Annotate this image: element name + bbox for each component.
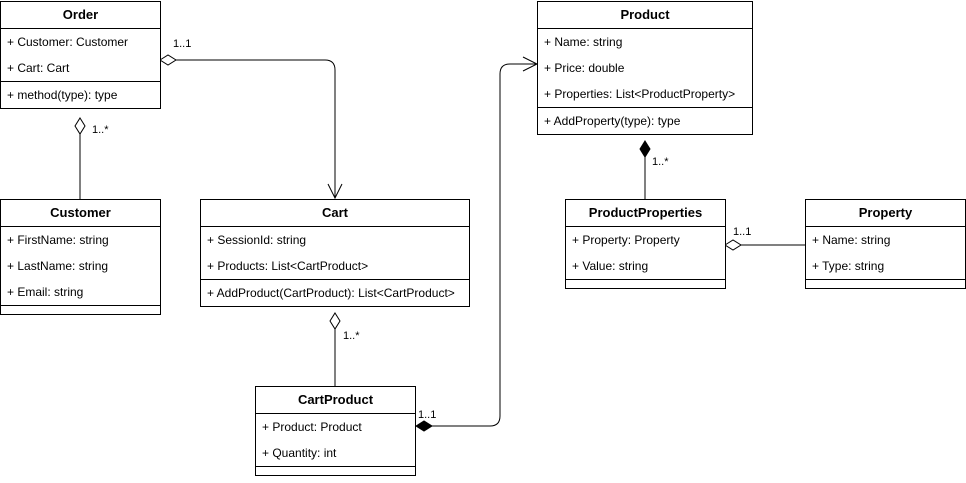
attribute: + FirstName: string	[7, 233, 109, 247]
multiplicity-order-cart: 1..1	[173, 38, 192, 50]
attributes-section: + Customer: Customer + Cart: Cart	[1, 29, 160, 82]
class-productproperties[interactable]: ProductProperties + Property: Property +…	[565, 199, 726, 289]
methods-section: + AddProperty(type): type	[538, 108, 752, 134]
class-name: Property	[806, 200, 965, 227]
class-name: Cart	[201, 200, 469, 227]
class-customer[interactable]: Customer + FirstName: string + LastName:…	[0, 199, 161, 315]
attribute: + Products: List<CartProduct>	[207, 259, 369, 273]
diamond-order-cart	[159, 54, 177, 66]
attributes-section: + Product: Product + Quantity: int	[256, 414, 415, 467]
class-name: Customer	[1, 200, 160, 227]
attribute: + Email: string	[7, 285, 84, 299]
attribute: + Price: double	[544, 61, 625, 75]
multiplicity-cart-cartproduct: 1..*	[343, 330, 360, 342]
methods-section	[566, 280, 725, 288]
multiplicity-product-productproperties: 1..*	[652, 156, 669, 168]
arrow-cart	[327, 183, 343, 200]
multiplicity-cartproduct-product: 1..1	[418, 409, 437, 421]
class-name: CartProduct	[256, 387, 415, 414]
method: + AddProduct(CartProduct): List<CartProd…	[207, 286, 455, 300]
class-name: ProductProperties	[566, 200, 725, 227]
class-cart[interactable]: Cart + SessionId: string + Products: Lis…	[200, 199, 470, 307]
multiplicity-order-customer: 1..*	[92, 124, 109, 136]
diamond-order-customer	[74, 117, 86, 135]
attributes-section: + Name: string + Type: string	[806, 227, 965, 280]
methods-section	[806, 280, 965, 288]
methods-section: + method(type): type	[1, 82, 160, 108]
attribute: + Name: string	[544, 35, 623, 49]
attribute: + Properties: List<ProductProperty>	[544, 87, 736, 101]
methods-section	[1, 306, 160, 314]
attribute: + LastName: string	[7, 259, 109, 273]
class-cartproduct[interactable]: CartProduct + Product: Product + Quantit…	[255, 386, 416, 476]
edge-order-cart	[176, 59, 336, 198]
attribute: + Value: string	[572, 259, 649, 273]
diamond-cart-cartproduct	[329, 312, 341, 330]
methods-section: + AddProduct(CartProduct): List<CartProd…	[201, 280, 469, 306]
multiplicity-productproperties-property: 1..1	[733, 226, 752, 238]
attribute: + Cart: Cart	[7, 61, 70, 75]
attributes-section: + Name: string + Price: double + Propert…	[538, 29, 752, 108]
attribute: + Product: Product	[262, 420, 362, 434]
edge-cartproduct-product	[432, 63, 537, 427]
attribute: + SessionId: string	[207, 233, 307, 247]
attribute: + Name: string	[812, 233, 891, 247]
attribute: + Customer: Customer	[7, 35, 129, 49]
attributes-section: + SessionId: string + Products: List<Car…	[201, 227, 469, 280]
class-property[interactable]: Property + Name: string + Type: string	[805, 199, 966, 289]
methods-section	[256, 467, 415, 475]
attribute: + Quantity: int	[262, 446, 337, 460]
class-name: Order	[1, 2, 160, 29]
diamond-productproperties-property	[724, 239, 742, 251]
class-order[interactable]: Order + Customer: Customer + Cart: Cart …	[0, 1, 161, 109]
diamond-cartproduct-product	[415, 420, 433, 432]
attributes-section: + Property: Property + Value: string	[566, 227, 725, 280]
method: + AddProperty(type): type	[544, 114, 681, 128]
method: + method(type): type	[7, 88, 118, 102]
attributes-section: + FirstName: string + LastName: string +…	[1, 227, 160, 306]
class-product[interactable]: Product + Name: string + Price: double +…	[537, 1, 753, 135]
class-name: Product	[538, 2, 752, 29]
diamond-product-productproperties	[639, 140, 651, 158]
attribute: + Type: string	[812, 259, 885, 273]
attribute: + Property: Property	[572, 233, 680, 247]
